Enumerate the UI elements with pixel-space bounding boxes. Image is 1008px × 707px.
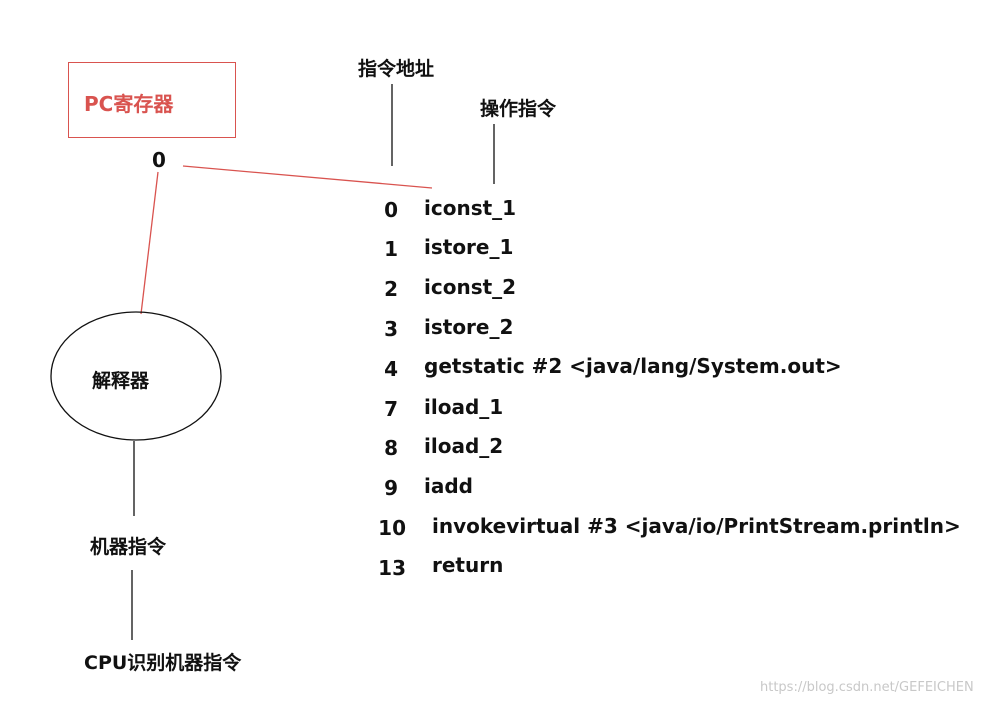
- instruction-op: istore_2: [424, 315, 514, 339]
- instruction-address: 1: [384, 237, 398, 261]
- pc-register-label: PC寄存器: [84, 92, 174, 116]
- instruction-address: 3: [384, 317, 398, 341]
- address-header: 指令地址: [358, 58, 435, 80]
- operation-header: 操作指令: [480, 98, 557, 120]
- instruction-op: invokevirtual #3 <java/io/PrintStream.pr…: [432, 514, 961, 538]
- instruction-op: iconst_1: [424, 196, 517, 220]
- instruction-address: 4: [384, 357, 398, 381]
- instruction-address: 0: [384, 198, 398, 222]
- interpreter-label: 解释器: [92, 370, 150, 392]
- watermark: https://blog.csdn.net/GEFEICHEN: [760, 680, 974, 695]
- instruction-address: 13: [378, 556, 406, 580]
- pc-register-value: 0: [152, 148, 166, 172]
- pc-register-box: [68, 62, 236, 138]
- interpreter-ellipse: [50, 311, 222, 441]
- instruction-op: iconst_2: [424, 275, 517, 299]
- cpu-label: CPU识别机器指令: [84, 652, 242, 674]
- instruction-op: iadd: [424, 474, 473, 498]
- instruction-op: iload_2: [424, 434, 504, 458]
- pc-to-instruction-line: [182, 165, 433, 189]
- instruction-op: getstatic #2 <java/lang/System.out>: [424, 354, 842, 378]
- instruction-address: 7: [384, 397, 398, 421]
- instruction-op: iload_1: [424, 395, 504, 419]
- instruction-op: return: [432, 553, 504, 577]
- instruction-address: 10: [378, 516, 406, 540]
- instruction-address: 9: [384, 476, 398, 500]
- instruction-op: istore_1: [424, 235, 514, 259]
- machine-code-label: 机器指令: [90, 536, 167, 558]
- instruction-address: 2: [384, 277, 398, 301]
- instruction-address: 8: [384, 436, 398, 460]
- pc-to-interpreter-line: [140, 171, 159, 315]
